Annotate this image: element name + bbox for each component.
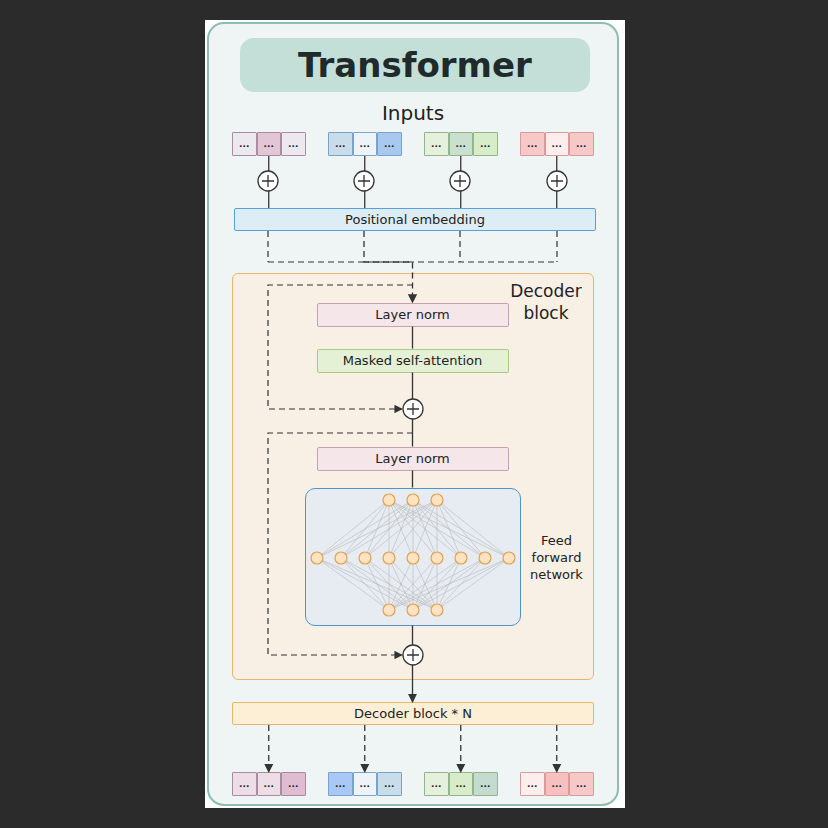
neurons	[311, 494, 515, 616]
connector	[364, 231, 413, 303]
token-cell: ...	[449, 772, 474, 796]
cell-dots: ...	[576, 138, 586, 150]
token-cell: ...	[377, 132, 402, 156]
add-symbols	[258, 171, 567, 665]
token-cell: ...	[569, 772, 594, 796]
section-label: Inputs	[313, 101, 513, 125]
connector	[460, 156, 461, 208]
token-cell: ...	[520, 132, 545, 156]
layer-norm-box: Layer norm	[317, 447, 509, 471]
node-text: Decoder block	[501, 280, 591, 324]
token-cell: ...	[473, 772, 498, 796]
token-cell: ...	[281, 772, 306, 796]
token-cell: ...	[281, 132, 306, 156]
attention-box: Masked self-attention	[317, 349, 509, 373]
cell-dots: ...	[552, 138, 562, 150]
token-cell: ...	[232, 132, 257, 156]
token-cell: ...	[545, 132, 570, 156]
cell-dots: ...	[239, 778, 249, 790]
cell-dots: ...	[480, 778, 490, 790]
node-text: Decoder block * N	[354, 706, 472, 722]
cell-dots: ...	[576, 778, 586, 790]
network-links	[317, 500, 509, 610]
embedding-box: Positional embedding	[234, 208, 596, 231]
token-cell: ...	[449, 132, 474, 156]
token-cell: ...	[353, 772, 378, 796]
token-cell: ...	[424, 132, 449, 156]
connector	[268, 156, 269, 208]
connector	[364, 725, 365, 772]
connector	[364, 156, 365, 208]
node-text: Masked self-attention	[343, 353, 483, 369]
connector	[412, 471, 413, 488]
cell-dots: ...	[384, 138, 394, 150]
ffn-box: Feed forward network	[305, 488, 521, 626]
token-cell: ...	[353, 132, 378, 156]
token-cell: ...	[424, 772, 449, 796]
connector	[556, 156, 557, 208]
token-cell: ...	[257, 132, 282, 156]
token-cell: ...	[328, 132, 353, 156]
repeat-box: Decoder block * N	[232, 702, 594, 725]
node-text: Feed forward network	[520, 532, 594, 583]
token-cell: ...	[569, 132, 594, 156]
token-cell: ...	[232, 772, 257, 796]
cell-dots: ...	[431, 778, 441, 790]
token-cell: ...	[328, 772, 353, 796]
connector	[460, 725, 461, 772]
residual-line	[268, 285, 413, 409]
connector	[412, 373, 413, 447]
cell-dots: ...	[288, 138, 298, 150]
cell-dots: ...	[239, 138, 249, 150]
title-box: Transformer	[240, 38, 590, 92]
node-text: Positional embedding	[345, 212, 485, 228]
cell-dots: ...	[335, 138, 345, 150]
cell-dots: ...	[264, 778, 274, 790]
token-cell: ...	[520, 772, 545, 796]
cell-dots: ...	[431, 138, 441, 150]
token-cell: ...	[257, 772, 282, 796]
token-cell: ...	[473, 132, 498, 156]
cell-dots: ...	[456, 138, 466, 150]
cell-dots: ...	[360, 138, 370, 150]
connector	[268, 725, 269, 772]
node-text: Layer norm	[375, 451, 449, 467]
cell-dots: ...	[264, 138, 274, 150]
token-cell: ...	[377, 772, 402, 796]
cell-dots: ...	[360, 778, 370, 790]
cell-dots: ...	[456, 778, 466, 790]
connector	[556, 725, 557, 772]
title-text: Transformer	[298, 45, 532, 85]
cell-dots: ...	[527, 138, 537, 150]
node-text: Layer norm	[375, 307, 449, 323]
merge-lines	[268, 231, 557, 262]
connector	[412, 327, 413, 349]
cell-dots: ...	[552, 778, 562, 790]
cell-dots: ...	[480, 138, 490, 150]
cell-dots: ...	[335, 778, 345, 790]
panel-sheet	[205, 20, 625, 808]
cell-dots: ...	[288, 778, 298, 790]
token-cell: ...	[545, 772, 570, 796]
cell-dots: ...	[384, 778, 394, 790]
layer-norm-box: Layer norm	[317, 303, 509, 327]
connector	[412, 626, 413, 703]
cell-dots: ...	[527, 778, 537, 790]
residual-line	[268, 433, 413, 655]
panel-frame	[208, 23, 618, 805]
